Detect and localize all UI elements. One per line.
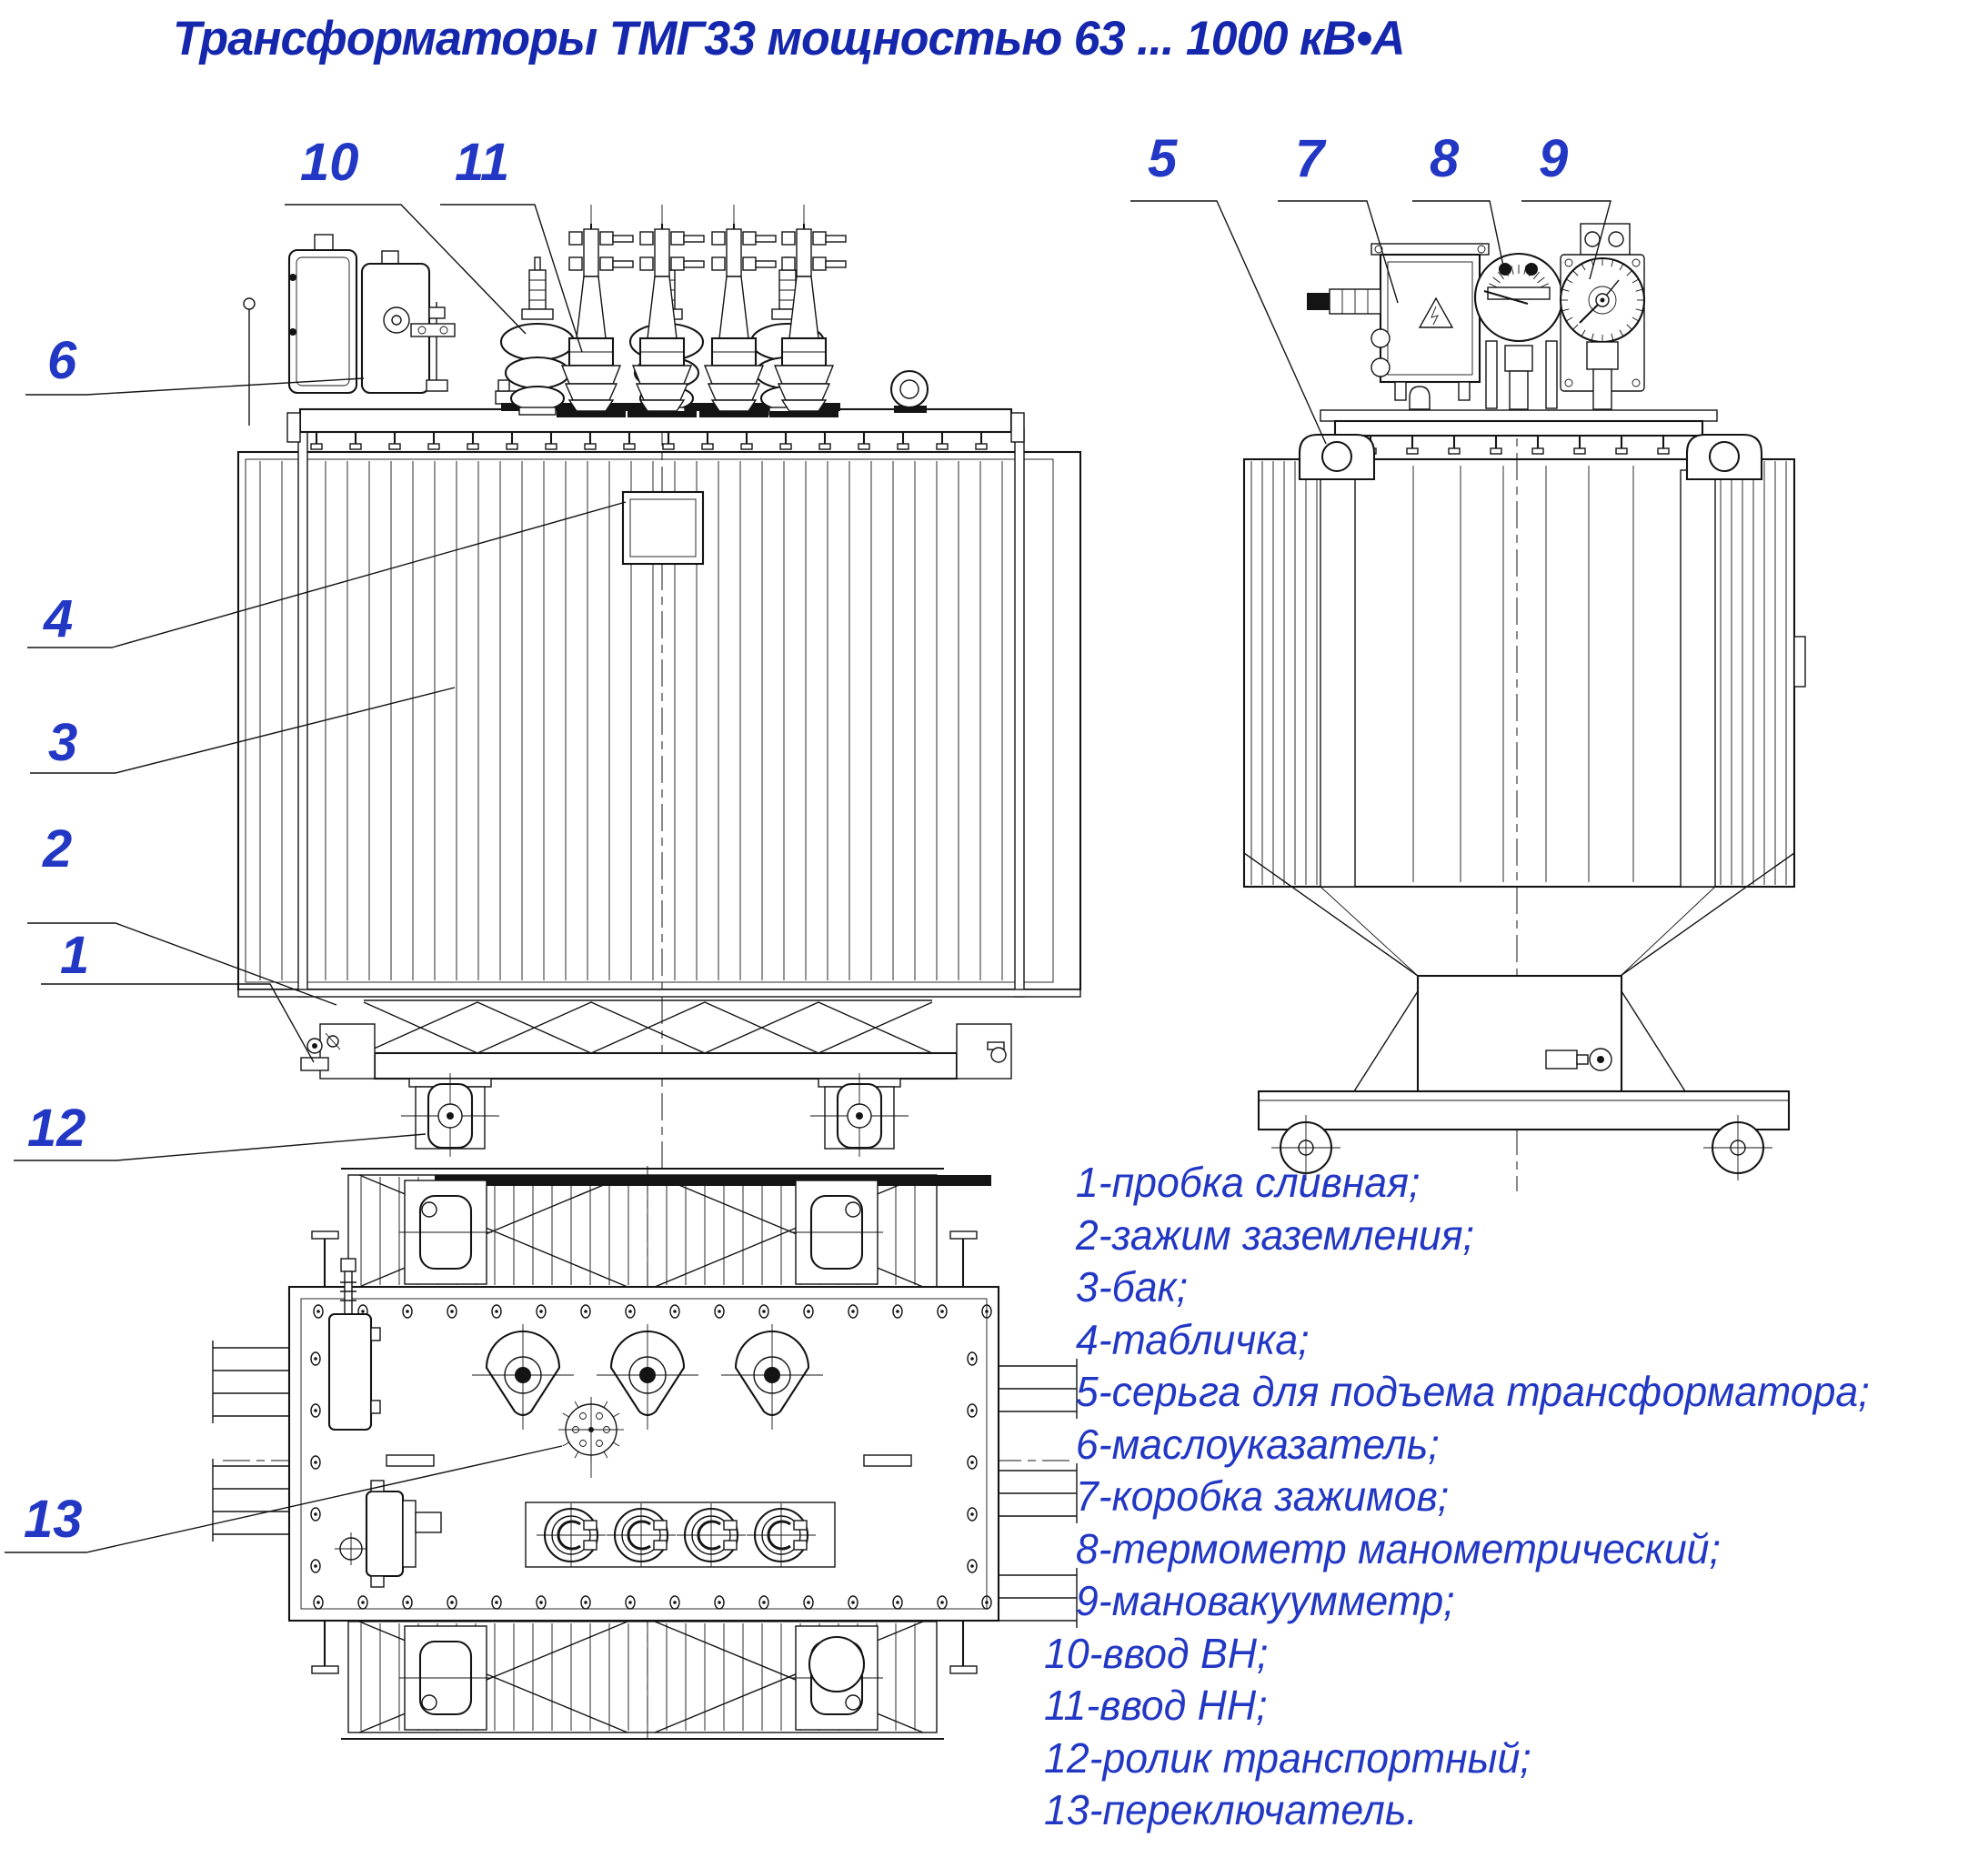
legend-item: 1-пробка сливная; [1075,1159,1421,1206]
drain-plug [300,1038,329,1071]
transport-roller-side [1271,1115,1772,1180]
legend-item: 9-мановакуумметр; [1075,1577,1455,1624]
front-view [236,203,1082,1186]
lifting-lug [1298,433,1376,481]
callout-2: 2 [43,819,73,879]
legend-list: 1-пробка сливная; 2-зажим заземления; 3-… [1044,1157,1870,1837]
base-side [1257,974,1791,1131]
legend-item: 8-термометр манометрический; [1075,1524,1721,1572]
bottom-structure [237,989,1081,1186]
thermometer-gauge [1473,252,1564,410]
legend-item: 11-ввод НН; [1044,1682,1268,1729]
callout-11: 11 [455,133,510,192]
legend-item: 5-серьга для подъема трансформатора; [1075,1368,1870,1415]
legend-item: 12-ролик транспортный; [1044,1733,1531,1782]
legend-item: 3-бак; [1075,1263,1188,1311]
callout-9: 9 [1539,129,1569,188]
callout-8: 8 [1430,129,1460,188]
callout-5: 5 [1148,129,1178,188]
transport-roller [399,1071,501,1159]
legend-item: 2-зажим заземления; [1075,1210,1474,1259]
leader-lines [5,200,1611,1553]
top-view [212,1166,1078,1744]
callout-12: 12 [27,1099,86,1158]
terminal-box [1307,243,1490,410]
callout-13: 13 [24,1490,83,1549]
legend-item: 13-переключатель. [1044,1786,1418,1833]
callout-3: 3 [48,713,78,772]
lv-bushing [698,203,778,419]
drain-valve [1545,1048,1612,1071]
callout-4: 4 [44,589,74,648]
lifting-eye [889,369,929,413]
fin-block-top [341,1167,944,1288]
legend-item: 4-табличка; [1075,1315,1310,1363]
jack-pins [311,1230,978,1674]
lid-side [1320,409,1718,455]
legend-item: 6-маслоуказатель; [1075,1420,1440,1468]
callout-1: 1 [60,926,90,985]
fin-block-bottom [341,1621,944,1741]
lifting-lug [1685,433,1763,481]
legend-item: 7-коробка зажимов; [1075,1472,1450,1520]
tank-side [1242,457,1806,977]
side-fins [212,1341,1078,1628]
page-title: Трансформаторы ТМГ33 мощностью 63 ... 10… [173,12,1406,65]
side-view [1242,223,1806,1191]
lv-bushing [555,203,635,419]
lv-bushing-row-top [525,1501,836,1569]
expander-box [327,1258,381,1431]
legend-item: 10-ввод ВН; [1044,1629,1269,1677]
callout-7: 7 [1295,129,1325,188]
switch-dial [558,1397,624,1478]
lv-bushing [626,203,706,419]
callout-10: 10 [300,133,359,192]
nameplate [621,490,705,566]
switch-drive-box [335,1480,442,1588]
transport-roller [808,1071,910,1159]
ground-clamp [325,1032,341,1050]
callout-6: 6 [47,331,77,390]
oil-level-indicator [243,234,520,426]
manovacuum-gauge [1559,223,1646,410]
